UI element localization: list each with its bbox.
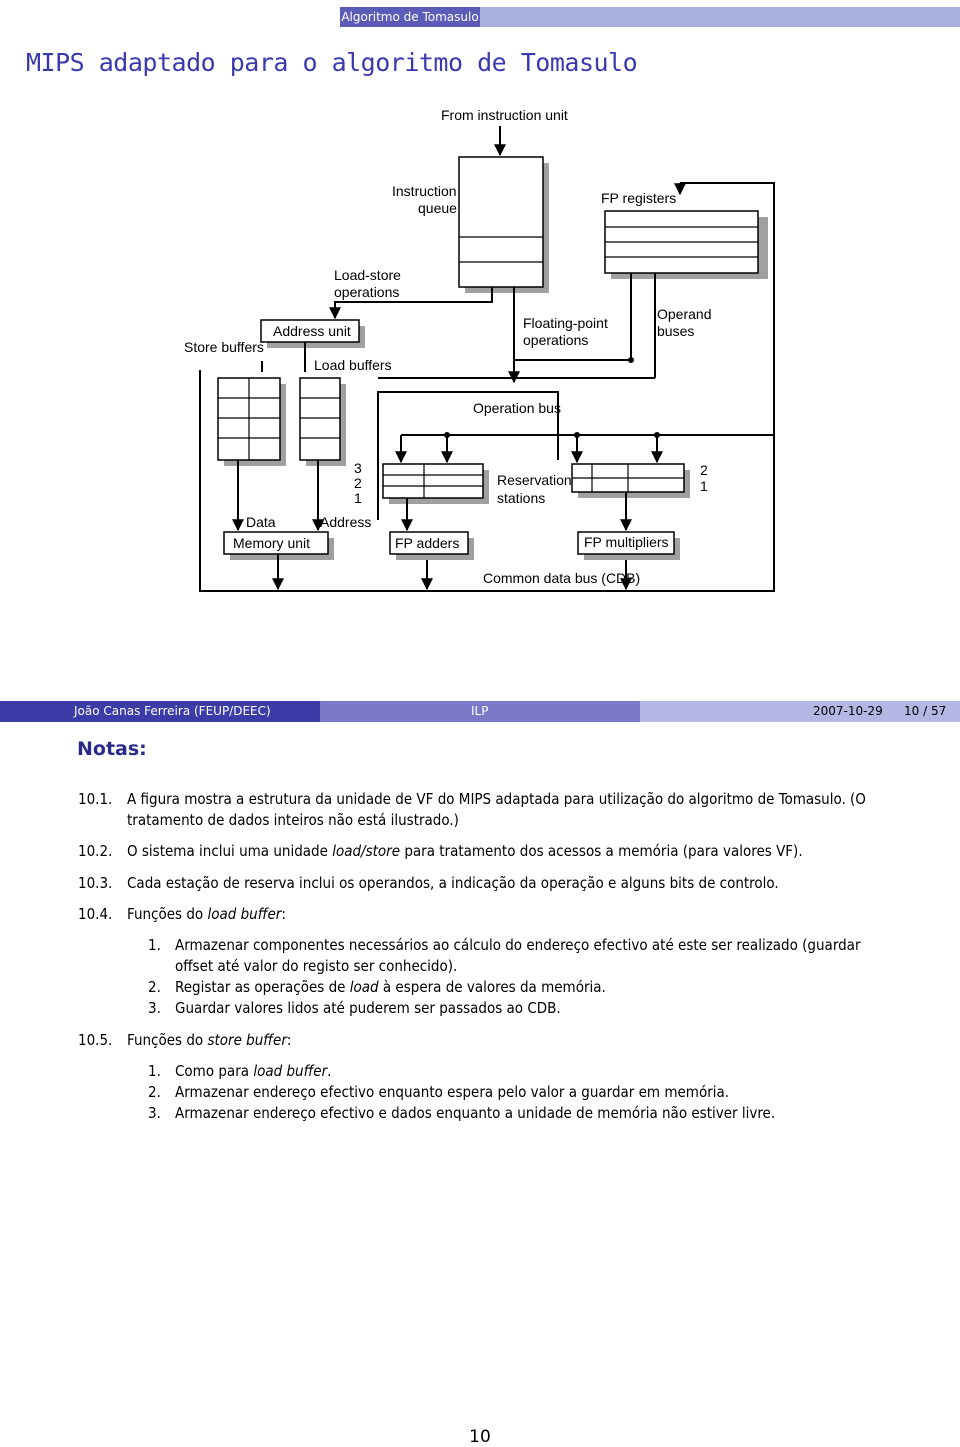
note-text: O sistema inclui uma unidade load/store … bbox=[127, 841, 942, 862]
note-number: 10.2. bbox=[78, 842, 113, 860]
note-text-part: O sistema inclui uma unidade bbox=[127, 842, 333, 860]
label-rs-left-2: 2 bbox=[354, 475, 362, 491]
item-number: 1. bbox=[148, 1062, 161, 1080]
note-line: tratamento de dados inteiros não está il… bbox=[127, 811, 459, 829]
label-load-store-ops: operations bbox=[334, 284, 399, 300]
fp-registers-box bbox=[604, 210, 768, 279]
footer-date: 2007-10-29 bbox=[813, 704, 883, 718]
item-text-part: Registar as operações de bbox=[175, 978, 350, 996]
item-emphasis: load buffer bbox=[253, 1062, 328, 1080]
item-number: 3. bbox=[148, 999, 161, 1017]
note-text-part: para tratamento dos acessos a memória (p… bbox=[400, 842, 803, 860]
page-number: 10 bbox=[469, 1427, 491, 1447]
label-store-buffers: Store buffers bbox=[184, 339, 264, 355]
note-emphasis: load/store bbox=[332, 842, 401, 860]
label-rs-left-1: 1 bbox=[354, 490, 362, 506]
label-queue: queue bbox=[418, 200, 457, 216]
item-line: offset até valor do registo ser conhecid… bbox=[175, 957, 458, 975]
note-text: Funções do store buffer: bbox=[127, 1030, 942, 1051]
instruction-queue bbox=[458, 156, 549, 293]
label-address-unit: Address unit bbox=[273, 323, 351, 339]
footer-author-segment: João Canas Ferreira (FEUP/DEEC) bbox=[0, 701, 320, 722]
tomasulo-diagram: From instruction unit Instruction queue … bbox=[184, 107, 775, 592]
note-text-part: : bbox=[286, 1031, 292, 1049]
label-fp-adders: FP adders bbox=[395, 535, 459, 551]
label-operand: Operand bbox=[657, 306, 711, 322]
header-right-segment bbox=[480, 7, 960, 27]
label-floating-point: Floating-point bbox=[523, 315, 608, 331]
label-stations: stations bbox=[497, 490, 545, 506]
note-number: 10.1. bbox=[78, 790, 113, 808]
address-unit-box bbox=[260, 319, 365, 348]
label-buses: buses bbox=[657, 323, 694, 339]
label-operation-bus: Operation bus bbox=[473, 400, 561, 416]
note-text-part: Funções do bbox=[127, 1031, 208, 1049]
cdb-frame bbox=[199, 182, 775, 592]
footer-course-segment: ILP bbox=[320, 701, 640, 722]
label-fp-registers: FP registers bbox=[601, 190, 676, 206]
item-number: 2. bbox=[148, 978, 161, 996]
item-text-part: à espera de valores da memória. bbox=[378, 978, 606, 996]
note-number: 10.3. bbox=[78, 874, 113, 892]
footer-author: João Canas Ferreira (FEUP/DEEC) bbox=[74, 704, 271, 718]
fp-multipliers-box bbox=[577, 531, 680, 560]
label-instruction: Instruction bbox=[392, 183, 457, 199]
slide-title: MIPS adaptado para o algoritmo de Tomasu… bbox=[26, 48, 638, 77]
item-text-part: Como para bbox=[175, 1062, 254, 1080]
header-bar: Algoritmo de Tomasulo bbox=[0, 5, 960, 27]
header-left-segment bbox=[0, 5, 340, 27]
item-number: 2. bbox=[148, 1083, 161, 1101]
item-text: Armazenar endereço efectivo e dados enqu… bbox=[175, 1104, 776, 1122]
load-buffers-box bbox=[299, 377, 346, 466]
label-data: Data bbox=[246, 514, 276, 530]
notes-title: Notas: bbox=[77, 738, 147, 760]
item-text: Registar as operações de load à espera d… bbox=[175, 977, 935, 998]
note-text: A figura mostra a estrutura da unidade d… bbox=[127, 789, 942, 831]
item-text: Como para load buffer. bbox=[175, 1061, 935, 1082]
note-emphasis: load buffer bbox=[207, 905, 282, 923]
multiplier-reservation-stations bbox=[571, 463, 690, 498]
note-text-part: : bbox=[281, 905, 286, 923]
item-text: Armazenar endereço efectivo enquanto esp… bbox=[175, 1083, 730, 1101]
fp-adders-box bbox=[389, 531, 474, 560]
footer-slide-counter: 10 / 57 bbox=[904, 704, 947, 718]
label-load-store: Load-store bbox=[334, 267, 401, 283]
note-number: 10.4. bbox=[78, 905, 113, 923]
note-text: Cada estação de reserva inclui os operan… bbox=[127, 874, 779, 892]
item-text: Armazenar componentes necessários ao cál… bbox=[175, 935, 935, 977]
adder-reservation-stations bbox=[382, 463, 489, 504]
item-number: 1. bbox=[148, 936, 161, 954]
label-fp-operations: operations bbox=[523, 332, 588, 348]
footer-course: ILP bbox=[471, 704, 489, 718]
item-emphasis: load bbox=[349, 978, 379, 996]
item-text: Guardar valores lidos até puderem ser pa… bbox=[175, 999, 561, 1017]
load-store-line bbox=[329, 287, 493, 320]
footer-bar: João Canas Ferreira (FEUP/DEEC) ILP 2007… bbox=[0, 701, 960, 722]
note-text: Funções do load buffer: bbox=[127, 904, 942, 925]
label-rs-right-2: 2 bbox=[700, 462, 708, 478]
item-number: 3. bbox=[148, 1104, 161, 1122]
footer-date-segment: 2007-10-29 10 / 57 bbox=[640, 701, 960, 722]
label-cdb: Common data bus (CDB) bbox=[483, 570, 640, 586]
note-text-part: Funções do bbox=[127, 905, 208, 923]
label-fp-multipliers: FP multipliers bbox=[584, 534, 669, 550]
label-memory-unit: Memory unit bbox=[233, 535, 310, 551]
note-emphasis: store buffer bbox=[207, 1031, 287, 1049]
section-tab[interactable]: Algoritmo de Tomasulo bbox=[340, 7, 480, 27]
item-line: Armazenar componentes necessários ao cál… bbox=[175, 936, 861, 954]
label-rs-right-1: 1 bbox=[700, 478, 708, 494]
item-text-part: . bbox=[327, 1062, 332, 1080]
label-address: Address bbox=[320, 514, 371, 530]
note-line: A figura mostra a estrutura da unidade d… bbox=[127, 790, 866, 808]
label-from-instruction-unit: From instruction unit bbox=[441, 107, 568, 123]
label-reservation: Reservation bbox=[497, 472, 572, 488]
memory-unit-box bbox=[223, 531, 334, 560]
store-buffers-box bbox=[217, 377, 286, 466]
label-load-buffers: Load buffers bbox=[314, 357, 392, 373]
label-rs-left-3: 3 bbox=[354, 460, 362, 476]
note-number: 10.5. bbox=[78, 1031, 113, 1049]
